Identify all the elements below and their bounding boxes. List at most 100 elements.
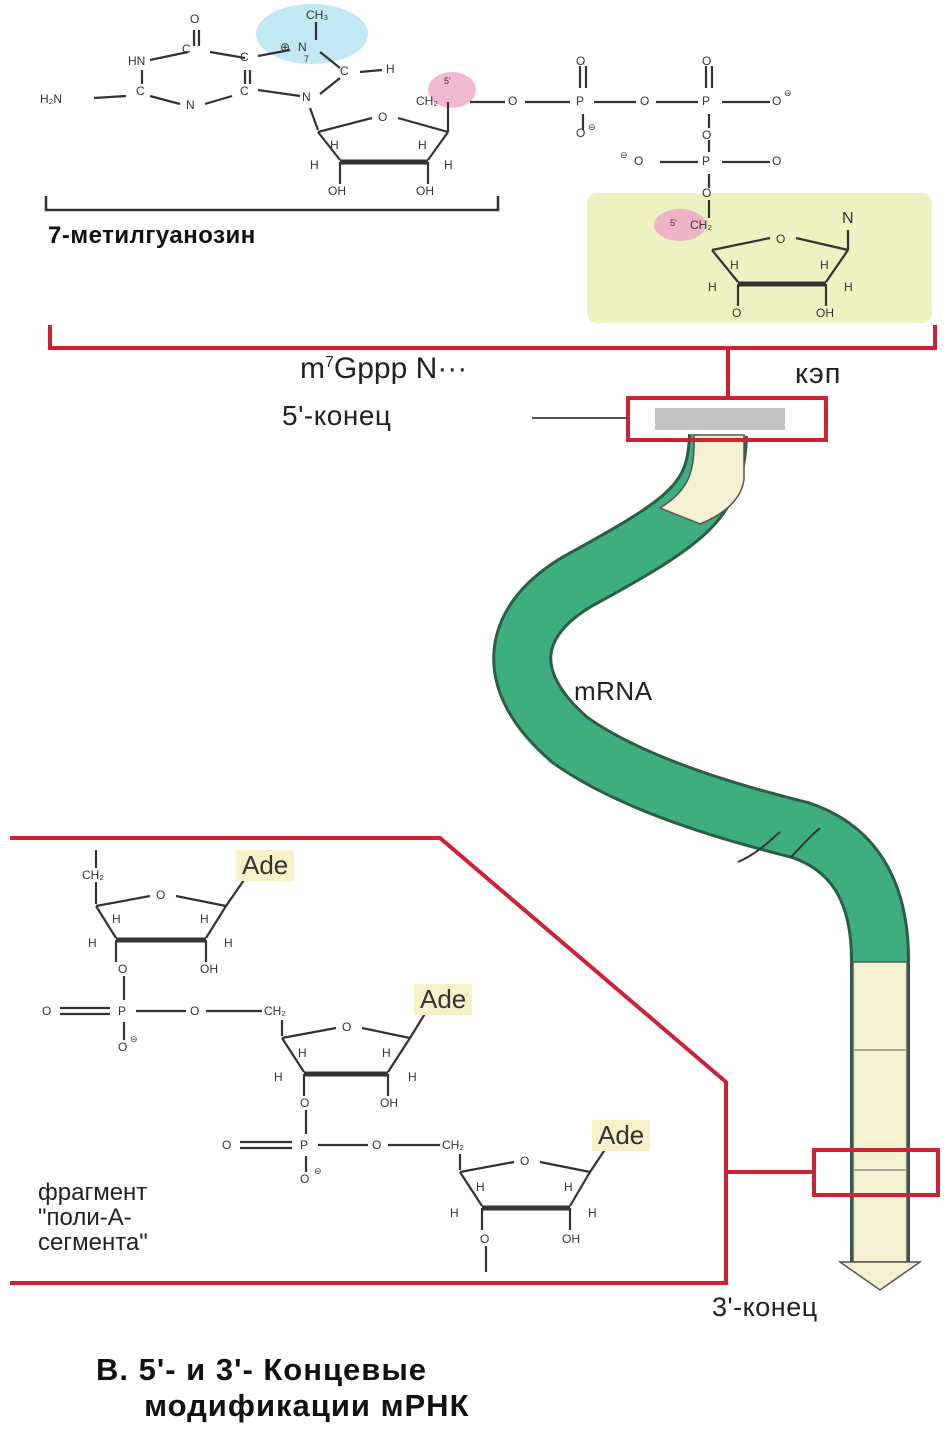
polya-ch2-3: CH₂: [442, 1138, 464, 1152]
ribose1-h2: H: [418, 138, 427, 152]
ribose2-h3: H: [708, 280, 717, 294]
terminal-nucleotide-highlight: [587, 193, 932, 323]
five-utr-segment: [658, 434, 745, 525]
phosphate-o-minus-3: O: [634, 154, 644, 168]
cap-formula-m: m: [300, 352, 325, 385]
polya-o-1: O: [118, 962, 128, 976]
polya-h-1b: H: [200, 912, 209, 926]
ribose1-oh2: OH: [416, 184, 434, 198]
ribose1-h3: H: [310, 158, 319, 172]
phosphoryl-o-2: O: [702, 54, 712, 68]
phosphoryl-o-3: O: [772, 154, 782, 168]
ribose2-o-bottom: O: [732, 306, 742, 320]
bridge-o-3: O: [702, 128, 712, 142]
polya-o-3: O: [480, 1232, 490, 1246]
adenine-label-3: Ade: [592, 1120, 651, 1151]
polya-ch2-1: CH₂: [82, 868, 104, 882]
phosphorus-2: P: [702, 94, 711, 108]
poly-a-enlargement-frame: [10, 836, 728, 1285]
polya-ring-o-2: O: [342, 1020, 352, 1034]
polya-bridge-o-1: O: [190, 1004, 200, 1018]
poly-a-tail-segment: [852, 961, 908, 1263]
base-n-label: N: [842, 210, 854, 227]
five-prime-mark-2: 5': [670, 218, 677, 228]
five-end-cap-block: [655, 408, 785, 430]
c4-label: C: [240, 84, 249, 98]
polya-oh-3: OH: [562, 1232, 580, 1246]
ribose1-h1: H: [330, 138, 339, 152]
methylguanine-structure: [93, 22, 383, 131]
ribose-2: [711, 230, 850, 306]
phosphorus-3: P: [702, 154, 711, 168]
five-prime-mark-1: 5': [444, 76, 451, 86]
polya-h-3b: H: [564, 1180, 573, 1194]
three-end-arrow: [837, 1261, 923, 1291]
three-end-label: 3'-конец: [712, 1292, 818, 1322]
five-end-label: 5'-конец: [282, 400, 392, 431]
c8-h-label: H: [386, 62, 395, 76]
minus-3: ⊖: [620, 150, 628, 160]
polya-ch2-2: CH₂: [264, 1004, 286, 1018]
polya-o-2: O: [300, 1096, 310, 1110]
c5-label: C: [240, 50, 249, 64]
phosphoryl-o-1: O: [576, 54, 586, 68]
polya-h-1c: H: [88, 936, 97, 950]
ribose-1: [317, 102, 450, 184]
ribose2-h2: H: [820, 258, 829, 272]
adenine-label-1: Ade: [236, 850, 295, 881]
polya-p-1: P: [118, 1004, 127, 1018]
ribose2-o-label: O: [776, 232, 786, 246]
polya-o-minus-2: O: [300, 1172, 310, 1186]
ribose2-oh: OH: [816, 306, 834, 320]
phosphate-o-minus-2: O: [772, 94, 782, 108]
ribose2-h4: H: [844, 280, 853, 294]
n7-label: N: [298, 40, 307, 54]
ch3-label: CH₃: [306, 8, 329, 22]
ribose2-h1: H: [730, 258, 739, 272]
minus-2: ⊖: [784, 88, 792, 98]
adenine-label-2: Ade: [414, 984, 473, 1015]
polya-bridge-o-2: O: [372, 1138, 382, 1152]
methyl-highlight: [256, 4, 368, 64]
cap-label: кэп: [795, 358, 842, 390]
poly-a-structure: [60, 850, 607, 1272]
poly-a-fragment-label: фрагмент "поли-А- сегмента": [38, 1179, 148, 1256]
polya-oh-1: OH: [200, 962, 218, 976]
ribose1-h4: H: [444, 158, 453, 172]
phosphorus-1: P: [576, 94, 585, 108]
polya-h-3d: H: [588, 1206, 597, 1220]
polya-p-2: P: [300, 1138, 309, 1152]
ch2-label-1: CH₂: [416, 94, 438, 108]
polya-ring-o-1: O: [156, 888, 166, 902]
polya-p-o-1: O: [42, 1004, 52, 1018]
ribose1-o-label: O: [378, 110, 388, 124]
mrna-label: mRNA: [574, 676, 653, 706]
polya-h-2d: H: [408, 1070, 417, 1084]
polya-h-1d: H: [224, 936, 233, 950]
phosphate-o-minus-1: O: [576, 126, 586, 140]
polya-h-3c: H: [450, 1206, 459, 1220]
cap-bracket: [48, 325, 937, 350]
methylguanosine-label: 7-метилгуанозин: [48, 222, 256, 249]
cap-formula: m7Gppp N···: [300, 352, 467, 386]
polya-o-minus-1: O: [118, 1040, 128, 1054]
polya-ring-o-3: O: [520, 1154, 530, 1168]
triphosphate-bridge: [470, 66, 770, 218]
carbonyl-o-label: O: [190, 12, 200, 26]
ch2-label-2: CH₂: [690, 218, 712, 232]
polya-h-2c: H: [274, 1070, 283, 1084]
minus-1: ⊖: [588, 122, 596, 132]
polya-h-1a: H: [112, 912, 121, 926]
polya-oh-2: OH: [380, 1096, 398, 1110]
bridge-o-2: O: [640, 94, 650, 108]
polya-minus-1: ⊖: [130, 1034, 138, 1044]
polya-p-o-2: O: [222, 1138, 232, 1152]
n3-label: N: [186, 98, 195, 112]
polya-minus-2: ⊖: [314, 1166, 322, 1176]
polya-h-3a: H: [476, 1180, 485, 1194]
polya-h-2a: H: [298, 1046, 307, 1060]
h2n-label: H₂N: [40, 92, 62, 106]
charge-plus-label: ⊕: [280, 40, 291, 54]
